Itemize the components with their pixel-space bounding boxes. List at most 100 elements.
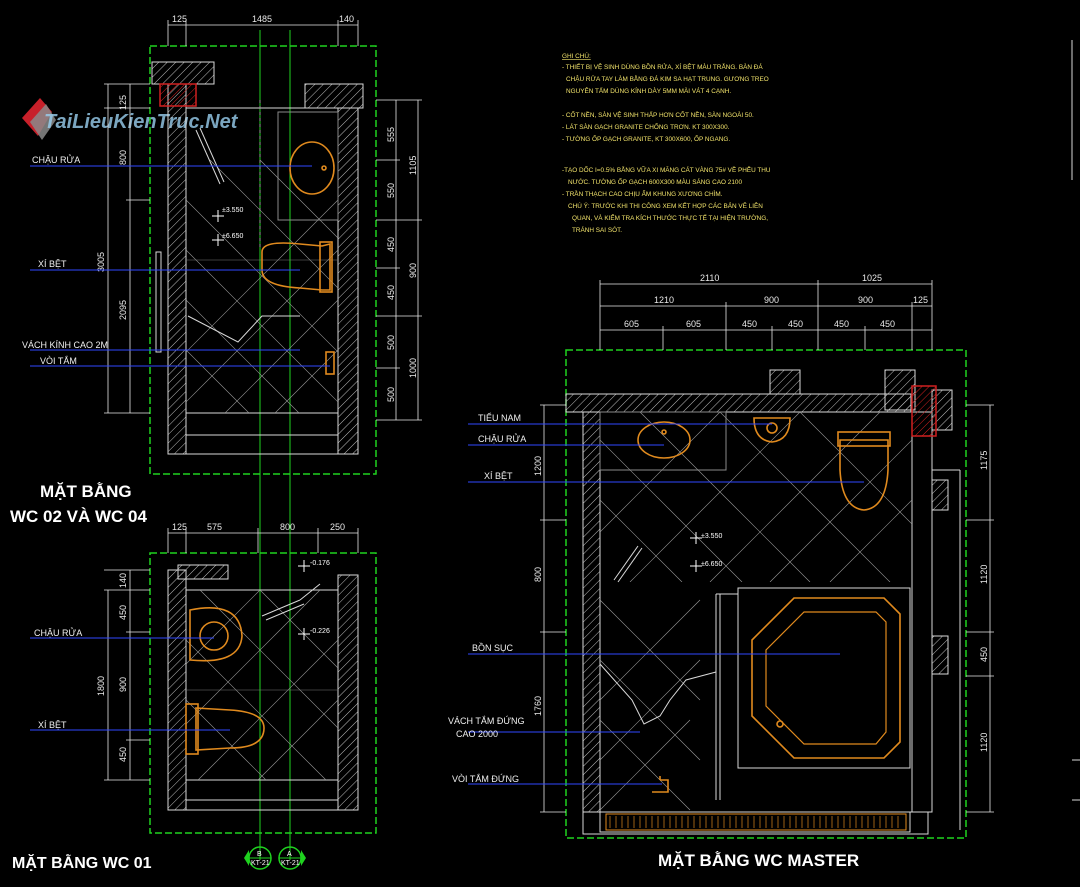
dimension-label: 450 — [118, 747, 128, 762]
dimension-label: 800 — [533, 567, 543, 582]
dimension-label: 605 — [686, 319, 701, 329]
plan-master-grating — [605, 813, 907, 831]
section-marker-b: B KT-21 — [244, 846, 272, 870]
dimension-label: 450 — [386, 237, 396, 252]
jacuzzi-icon — [737, 587, 911, 769]
plan-wc02-subtitle: WC 02 VÀ WC 04 — [10, 507, 148, 526]
fixture-label: VÁCH TẮM ĐỨNG — [448, 716, 525, 726]
plan-wc02-title: MẶT BẰNG — [40, 482, 132, 501]
note-line: QUAN, VÀ KIỂM TRA KÍCH THƯỚC THỰC TẾ TẠI… — [572, 212, 768, 222]
fixture-label: VÒI TẮM — [40, 356, 77, 366]
plan-wc01-levels: -0.176 -0.226 — [298, 560, 330, 640]
toilet-icon — [195, 707, 265, 751]
plan-master-boundary — [565, 349, 967, 839]
plan-master: ±3.550 ±6.650 2110 1025 1210 900 900 125… — [448, 273, 994, 870]
plan-master-walls — [565, 369, 961, 835]
dimension-label: 450 — [742, 319, 757, 329]
dimension-label: 450 — [880, 319, 895, 329]
plan-wc01-walls — [167, 564, 359, 811]
fixture-label: TIỂU NAM — [478, 412, 521, 423]
plan-wc01-title: MẶT BẰNG WC 01 — [12, 853, 152, 872]
level-mark: ±6.650 — [701, 561, 722, 568]
dimension-label: 450 — [834, 319, 849, 329]
section-letter: B — [257, 851, 262, 858]
dimension-label: 900 — [858, 295, 873, 305]
dimension-label: 1800 — [96, 676, 106, 696]
dimension-label: 900 — [118, 677, 128, 692]
fixture-label: XÍ BỆT — [38, 720, 67, 730]
fixture-label: XÍ BỆT — [38, 259, 67, 269]
note-line: - THIẾT BỊ VỆ SINH DÙNG BỒN RỬA, XÍ BỆT … — [562, 61, 763, 71]
dimension-label: 800 — [118, 150, 128, 165]
fixture-label: CHẬU RỬA — [478, 433, 526, 444]
plan-wc01-tiles — [186, 590, 338, 780]
general-notes: GHI CHÚ: - THIẾT BỊ VỆ SINH DÙNG BỒN RỬA… — [562, 51, 771, 234]
plan-master-tiles — [600, 412, 912, 582]
plan-master-leaders — [468, 423, 864, 785]
plan-master-title: MẶT BẰNG WC MASTER — [658, 851, 859, 870]
dimension-label: 450 — [979, 647, 989, 662]
plan-master-tiles-lower — [599, 599, 701, 811]
plan-master-fixtures — [599, 411, 911, 793]
sink-icon — [289, 141, 335, 195]
dimension-label: 1120 — [979, 733, 989, 752]
fixture-label: CHẬU RỬA — [34, 627, 82, 638]
dimension-label: 500 — [386, 335, 396, 350]
section-ref: KT-21 — [251, 860, 270, 867]
plan-wc02-dims-top — [167, 20, 359, 46]
fixture-label: BỒN SỤC — [472, 642, 514, 653]
dimension-label: 1120 — [979, 565, 989, 584]
dimension-label: 2110 — [700, 273, 719, 283]
section-marker-a: A KT-21 — [278, 846, 306, 870]
plan-wc02-dims-right — [376, 99, 422, 421]
plan-master-dims-left — [540, 404, 566, 813]
fixture-label: XÍ BỆT — [484, 471, 513, 481]
dimension-label: 450 — [386, 285, 396, 300]
dimension-label: 500 — [386, 387, 396, 402]
plan-wc01-door — [261, 583, 321, 621]
watermark-text: TaiLieuKienTruc.Net — [44, 111, 239, 133]
dimension-label: 1210 — [654, 295, 674, 305]
dimension-label: 550 — [386, 183, 396, 198]
sink-icon — [637, 421, 691, 459]
shower-icon — [652, 776, 669, 793]
plan-wc02-glass — [155, 100, 300, 353]
plan-wc01-leaders — [30, 637, 230, 731]
plan-wc02-walls — [151, 61, 364, 455]
plan-master-dims-right — [966, 404, 994, 813]
notes-heading: GHI CHÚ: — [562, 51, 591, 60]
dimension-label: 1485 — [252, 14, 272, 24]
plan-wc01-fixtures — [185, 607, 265, 755]
dimension-label: 2095 — [118, 300, 128, 320]
dimension-label: 1105 — [408, 156, 418, 175]
fixture-label: CAO 2000 — [456, 729, 498, 739]
dimension-label: 605 — [624, 319, 639, 329]
plan-wc02-fixtures — [261, 111, 339, 375]
fixture-label: VÁCH KÍNH CAO 2M — [22, 340, 108, 350]
note-line: TRÁNH SAI SÓT. — [572, 225, 622, 234]
plan-master-dims-top — [599, 280, 933, 350]
dimension-label: 125 — [172, 522, 187, 532]
plan-wc01-boundary — [149, 552, 377, 834]
sink-icon — [189, 607, 243, 662]
dimension-label: 125 — [118, 95, 128, 110]
plan-wc01: -0.176 -0.226 125 575 800 250 140 450 90… — [12, 522, 377, 872]
plan-wc02-dims-left — [104, 83, 150, 414]
dimension-label: 1200 — [533, 456, 543, 476]
plan-wc02-boundary — [149, 45, 377, 475]
toilet-icon — [261, 242, 331, 291]
fixture-label: VÒI TẮM ĐỨNG — [452, 774, 519, 784]
note-line: CHẬU RỬA TAY LÀM BẰNG ĐÁ KIM SA HẠT TRUN… — [566, 74, 769, 83]
dimension-label: 1760 — [533, 696, 543, 716]
section-letter: A — [287, 851, 292, 858]
dimension-label: 450 — [118, 605, 128, 620]
fixture-label: CHẬU RỬA — [32, 154, 80, 165]
plan-master-grating-lines — [609, 816, 899, 828]
dimension-label: 1000 — [408, 358, 418, 378]
plan-wc01-dims-top — [167, 528, 359, 553]
note-line: - TƯỜNG ỐP GẠCH GRANITE, KT 300X600, ỐP … — [562, 133, 730, 143]
dimension-label: 800 — [280, 522, 295, 532]
level-mark: -0.176 — [310, 560, 330, 567]
plan-wc02-tiles — [186, 159, 338, 413]
